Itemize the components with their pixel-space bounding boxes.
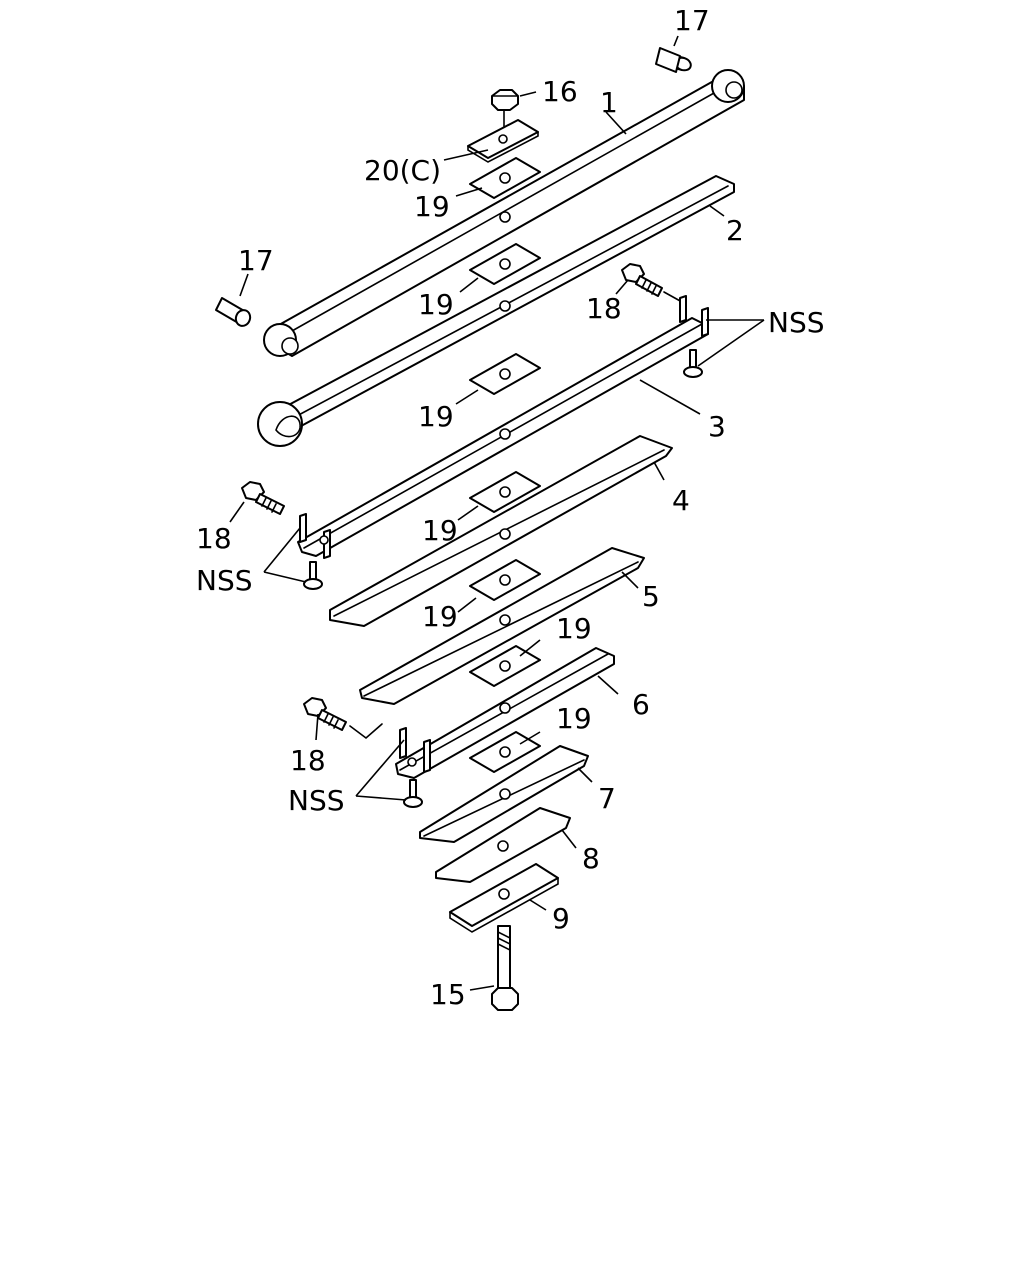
- label-16: 16: [542, 75, 578, 108]
- pad-19-f: [469, 645, 541, 687]
- rivet-nss-left-1: [303, 561, 323, 590]
- label-17-top: 17: [674, 4, 710, 37]
- center-hole: [499, 300, 511, 312]
- label-18-left-1: 18: [196, 522, 232, 555]
- rivet-nss-right: [683, 349, 703, 378]
- clip-leaf-3: [297, 295, 709, 559]
- label-19-c: 19: [418, 400, 454, 433]
- plate-20c: [467, 119, 539, 163]
- label-3: 3: [708, 410, 726, 443]
- label-19-a: 19: [414, 190, 450, 223]
- pad-19-c: [469, 353, 541, 395]
- rivet-nss-left-2: [403, 779, 423, 808]
- center-bolt-15: [491, 925, 519, 1011]
- label-19-e: 19: [422, 600, 458, 633]
- leaf-8: [435, 807, 571, 883]
- label-18-right: 18: [586, 292, 622, 325]
- label-17-left: 17: [238, 244, 274, 277]
- label-nss-right: NSS: [768, 306, 825, 339]
- plate-9: [449, 863, 559, 933]
- label-5: 5: [642, 580, 660, 613]
- label-18-left-2: 18: [290, 744, 326, 777]
- label-19-g: 19: [556, 702, 592, 735]
- label-nss-left-2: NSS: [288, 784, 345, 817]
- label-19-d: 19: [422, 514, 458, 547]
- label-7: 7: [598, 782, 616, 815]
- bolt-18-left-2: [303, 697, 383, 740]
- leader-lines: [229, 35, 765, 991]
- center-hole: [499, 788, 511, 800]
- pad-19-d: [469, 471, 541, 513]
- label-4: 4: [672, 484, 690, 517]
- leaf-5: [359, 547, 645, 705]
- bolt-18-right: [621, 263, 683, 303]
- pad-19-b: [469, 243, 541, 285]
- label-9: 9: [552, 902, 570, 935]
- bushing-17-left: [215, 297, 252, 327]
- center-hole: [499, 702, 511, 714]
- label-8: 8: [582, 842, 600, 875]
- label-2: 2: [726, 214, 744, 247]
- label-15: 15: [430, 978, 466, 1011]
- nut-16: [491, 89, 519, 133]
- pad-19-e: [469, 559, 541, 601]
- center-hole: [499, 614, 511, 626]
- pad-19-a: [469, 157, 541, 199]
- center-hole: [499, 528, 511, 540]
- label-19-f: 19: [556, 612, 592, 645]
- label-6: 6: [632, 688, 650, 721]
- bolt-18-left-1: [241, 481, 285, 515]
- label-1: 1: [600, 86, 618, 119]
- label-19-b: 19: [418, 288, 454, 321]
- bushing-17-top: [655, 47, 692, 73]
- label-nss-left-1: NSS: [196, 564, 253, 597]
- callout-labels: 17 16 1 20(C) 19 2 17 19 18 NSS 3 19 4 1…: [196, 4, 825, 1011]
- label-20c: 20(C): [364, 154, 441, 187]
